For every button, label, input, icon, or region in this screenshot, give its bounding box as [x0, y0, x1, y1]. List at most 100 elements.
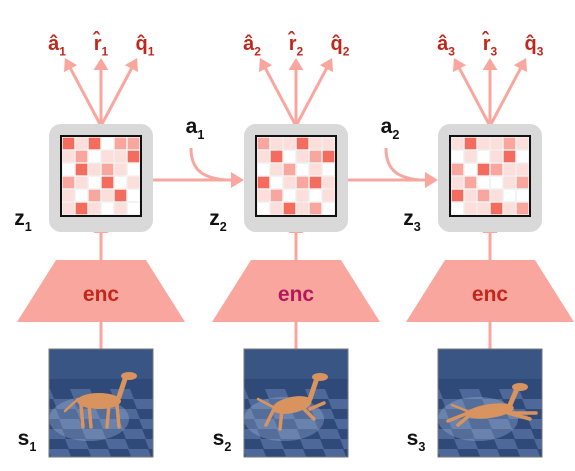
latent-label-1-sub: 1: [25, 220, 32, 234]
action-input-curve-1: [189, 147, 227, 182]
state-floor-tile-3: [522, 399, 542, 409]
latent-cell-1: [127, 202, 140, 215]
latent-cell-1: [114, 163, 127, 176]
latent-label-3-base: z: [403, 207, 414, 230]
state-floor-tile-1: [116, 409, 140, 419]
latent-cell-2: [283, 189, 296, 202]
latent-cell-2: [309, 150, 322, 163]
latent-cell-2: [257, 150, 270, 163]
state-floor-tile-2: [328, 399, 348, 409]
latent-cell-3: [477, 163, 490, 176]
state-label-1-sub: 1: [29, 440, 36, 454]
value-pred-label-3-sub: 3: [537, 45, 544, 59]
reward-pred-label-1-sub: 1: [102, 45, 109, 59]
latent-cell-2: [283, 202, 296, 215]
state-floor-tile-3: [517, 449, 541, 457]
dog-head: [512, 383, 528, 391]
encoder-label-3: enc: [472, 283, 509, 306]
latent-label-2: z2: [209, 207, 227, 234]
value-pred-label-3: q̂3: [525, 33, 544, 59]
dog-leg: [456, 411, 474, 427]
latent-cell-2: [309, 137, 322, 150]
action-pred-label-1-base: â: [48, 33, 60, 55]
latent-cell-3: [490, 176, 503, 189]
latent-cell-2: [257, 202, 270, 215]
latent-cell-1: [88, 163, 101, 176]
state-floor-tile-2: [265, 389, 289, 399]
state-floor-tile-3: [471, 429, 495, 439]
state-floor-tile-1: [105, 439, 129, 449]
latent-cell-1: [88, 137, 101, 150]
action-pred-label-3-base: â: [437, 33, 449, 55]
dog-figure-3: [446, 383, 538, 427]
latent-cell-1: [75, 202, 88, 215]
transition-arrow-2-head: [425, 171, 438, 189]
dog-neck: [507, 388, 519, 408]
latent-cell-1: [75, 150, 88, 163]
latent-cell-3: [451, 163, 464, 176]
latent-cell-2: [322, 176, 335, 189]
state-label-1-base: s: [18, 427, 30, 450]
latent-cell-3: [490, 189, 503, 202]
latent-cell-1: [62, 163, 75, 176]
state-floor-tile-1: [122, 429, 146, 439]
latent-cell-1: [127, 189, 140, 202]
latent-cell-2: [270, 150, 283, 163]
pred-arrow-1-2-head: [93, 58, 109, 70]
state-frame-2: [243, 348, 349, 458]
state-floor-tile-3: [438, 409, 449, 419]
latent-cell-3: [490, 150, 503, 163]
state-floor-tile-2: [283, 449, 307, 457]
state-floor-tile-1: [49, 429, 66, 439]
pred-arrow-2-3-head: [319, 58, 334, 73]
state-floor-tile-3: [511, 429, 535, 439]
latent-cell-3: [503, 163, 516, 176]
latent-cell-2: [296, 150, 309, 163]
latent-cell-1: [101, 137, 114, 150]
latent-cell-3: [477, 150, 490, 163]
pred-arrow-2-1-head: [258, 58, 273, 73]
latent-cell-3: [477, 189, 490, 202]
latent-cell-1: [88, 176, 101, 189]
state-floor-tile-2: [323, 449, 347, 457]
dog-tail: [450, 403, 469, 413]
latent-cell-1: [88, 189, 101, 202]
dog-tail: [256, 397, 275, 409]
latent-cell-2: [309, 189, 322, 202]
state-floor-tile-2: [244, 409, 255, 419]
latent-cell-2: [309, 202, 322, 215]
latent-cell-3: [464, 137, 477, 150]
state-floor-tile-3: [438, 389, 443, 399]
latent-cell-3: [451, 189, 464, 202]
latent-cell-1: [101, 176, 114, 189]
encoder-2: [212, 260, 380, 322]
latent-cell-3: [464, 189, 477, 202]
state-floor-tile-1: [139, 419, 153, 429]
state-image-3: [438, 349, 542, 457]
state-image-2: [244, 349, 348, 457]
action-label-1-base: a: [186, 115, 198, 138]
pred-arrow-1-3-line: [99, 65, 134, 127]
latent-cell-2: [283, 176, 296, 189]
state-floor-tile-3: [488, 419, 512, 429]
encoder-1: [17, 260, 185, 322]
latent-cell-3: [516, 150, 529, 163]
value-pred-label-3-base: q̂: [525, 33, 537, 55]
state-floor-tile-3: [534, 439, 542, 449]
action-label-2-sub: 2: [392, 128, 399, 142]
latent-cell-3: [503, 137, 516, 150]
action-pred-label-2: â2: [243, 33, 261, 59]
pred-arrow-1-1-line: [68, 65, 103, 127]
state-label-2-sub: 2: [224, 440, 231, 454]
latent-cell-3: [490, 163, 503, 176]
latent-cell-2: [322, 163, 335, 176]
state-floor-tile-2: [340, 439, 348, 449]
latent-cell-1: [127, 137, 140, 150]
state-floor-tile-3: [438, 429, 455, 439]
state-floor-tile-1: [133, 399, 153, 409]
state-label-3: s3: [407, 427, 426, 454]
latent-cell-3: [451, 202, 464, 215]
state-floor-tile-1: [65, 439, 89, 449]
latent-cell-2: [322, 202, 335, 215]
state-floor-tile-1: [145, 439, 153, 449]
